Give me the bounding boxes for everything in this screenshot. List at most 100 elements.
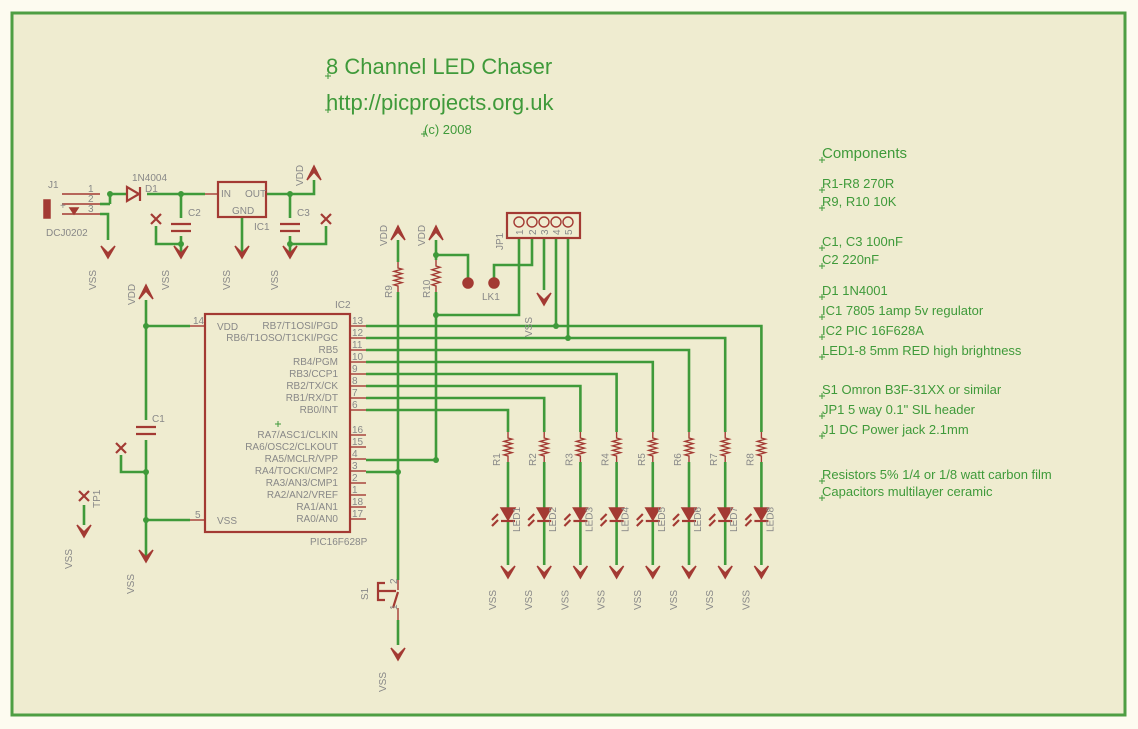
junction-dot (553, 323, 559, 329)
led-emission-icon (672, 513, 680, 527)
vss-arrow-icon (390, 647, 406, 662)
vss-label: VSS (741, 590, 752, 610)
channel-trace (366, 348, 691, 432)
vss-arrow-icon (681, 565, 697, 580)
wires (82, 180, 570, 645)
channel-trace (366, 360, 655, 432)
led-icon (572, 507, 589, 522)
junction-dot (433, 312, 439, 318)
vss-arrow-icon (282, 245, 298, 260)
led-ref: LED4 (621, 507, 632, 532)
resistor-icon (646, 432, 660, 462)
header-pin-icon (562, 216, 574, 228)
r10-ref: R10 (422, 279, 433, 298)
component-entry: IC2 PIC 16F628A (822, 323, 924, 338)
vss-label: VSS (524, 317, 535, 337)
resistor-ref: R1 (492, 453, 503, 466)
resistor-icon (754, 432, 768, 462)
vdd-label: VDD (295, 165, 306, 186)
mcu-pin-name: RA7/ASC1/CLKIN (257, 430, 338, 441)
junction-dot (565, 335, 571, 341)
mcu-pin-num: 2 (352, 473, 358, 484)
vss-label: VSS (633, 590, 644, 610)
led-ref: LED3 (584, 507, 595, 532)
origin-cross-icon (819, 294, 825, 300)
j1-pin-num: 2 (88, 194, 94, 205)
led-emission-icon (708, 513, 716, 527)
origin-cross-icon (819, 263, 825, 269)
header-pin-num: 5 (564, 229, 575, 235)
vss-label: VSS (669, 590, 680, 610)
led-icon (535, 507, 553, 522)
ic2-value: PIC16F628P (310, 537, 368, 548)
vss-label: VSS (488, 590, 499, 610)
reg-pin-out: OUT (245, 189, 266, 200)
channel-trace (366, 372, 618, 432)
mcu-pin-num: 7 (352, 388, 358, 399)
vss-arrow-icon (536, 292, 552, 307)
origin-cross-icon (325, 73, 331, 79)
s1-pin-num: 1 (389, 604, 400, 610)
d1-ref: D1 (145, 184, 158, 195)
mcu-pin-num: 4 (352, 449, 358, 460)
component-entry: J1 DC Power jack 2.1mm (822, 422, 969, 437)
led-icon (608, 507, 625, 522)
j1-pin-num: 3 (88, 204, 94, 215)
origin-cross-icon (819, 187, 825, 193)
s1-ref: S1 (360, 587, 371, 600)
vss-label: VSS (161, 270, 172, 290)
title-url[interactable]: http://picprojects.org.uk (326, 90, 554, 115)
diode-icon (125, 185, 142, 203)
r9-resistor-icon (391, 262, 405, 292)
link-pad-icon (462, 277, 474, 289)
component-entry: R1-R8 270R (822, 176, 894, 191)
title-copyright: (c) 2008 (424, 122, 472, 137)
header-body (505, 211, 582, 240)
mcu-pin-name: RB0/INT (300, 405, 338, 416)
origin-cross-icon (819, 334, 825, 340)
resistor-ref: R2 (528, 453, 539, 466)
junction-dot (433, 252, 439, 258)
header-pin-icon (538, 216, 550, 228)
junction-dot (433, 457, 439, 463)
junction-dot (143, 323, 149, 329)
led-icon (753, 507, 770, 522)
no-connect-icon (115, 442, 127, 454)
junction-dot (143, 517, 149, 523)
header-pin-num: 1 (515, 229, 526, 235)
origin-cross-icon (819, 314, 825, 320)
mcu-pin-name: RB6/T1OSO/T1CKI/PGC (226, 333, 338, 344)
header-pin-icon (526, 216, 538, 228)
mcu-pin-name: RB1/RX/DT (286, 393, 338, 404)
reg-pin-in: IN (221, 189, 231, 200)
no-connect-icon (320, 213, 332, 225)
title-block: 8 Channel LED Chaser http://picprojects.… (325, 54, 554, 137)
component-entry: C1, C3 100nF (822, 234, 903, 249)
mcu-pin-num: 13 (352, 316, 364, 327)
resistor-ref: R4 (601, 453, 612, 466)
mcu-pin-name: RB3/CCP1 (289, 369, 338, 380)
mcu-body (203, 312, 352, 534)
s1-pin-num: 2 (389, 578, 400, 584)
j1-pin-num: 1 (88, 184, 94, 195)
origin-cross-icon (819, 354, 825, 360)
mcu-pin-num: 16 (352, 425, 364, 436)
vss-label: VSS (705, 590, 716, 610)
vss-arrow-icon (572, 565, 589, 580)
mcu-pin-num: 15 (352, 437, 364, 448)
channel-trace (366, 396, 546, 432)
c1-ref: C1 (152, 414, 165, 425)
sheet-frame (10, 11, 1127, 717)
vss-label: VSS (64, 549, 75, 569)
resistor-icon (573, 432, 587, 462)
header-pin-num: 2 (528, 229, 539, 235)
vdd-arrow-icon (428, 224, 444, 241)
reg-pin-gnd: GND (232, 206, 254, 217)
vss-arrow-icon (753, 565, 770, 580)
origin-cross-icon (819, 495, 825, 501)
mcu-pin-name: RA0/AN0 (296, 514, 338, 525)
ic2-ref: IC2 (335, 300, 351, 311)
